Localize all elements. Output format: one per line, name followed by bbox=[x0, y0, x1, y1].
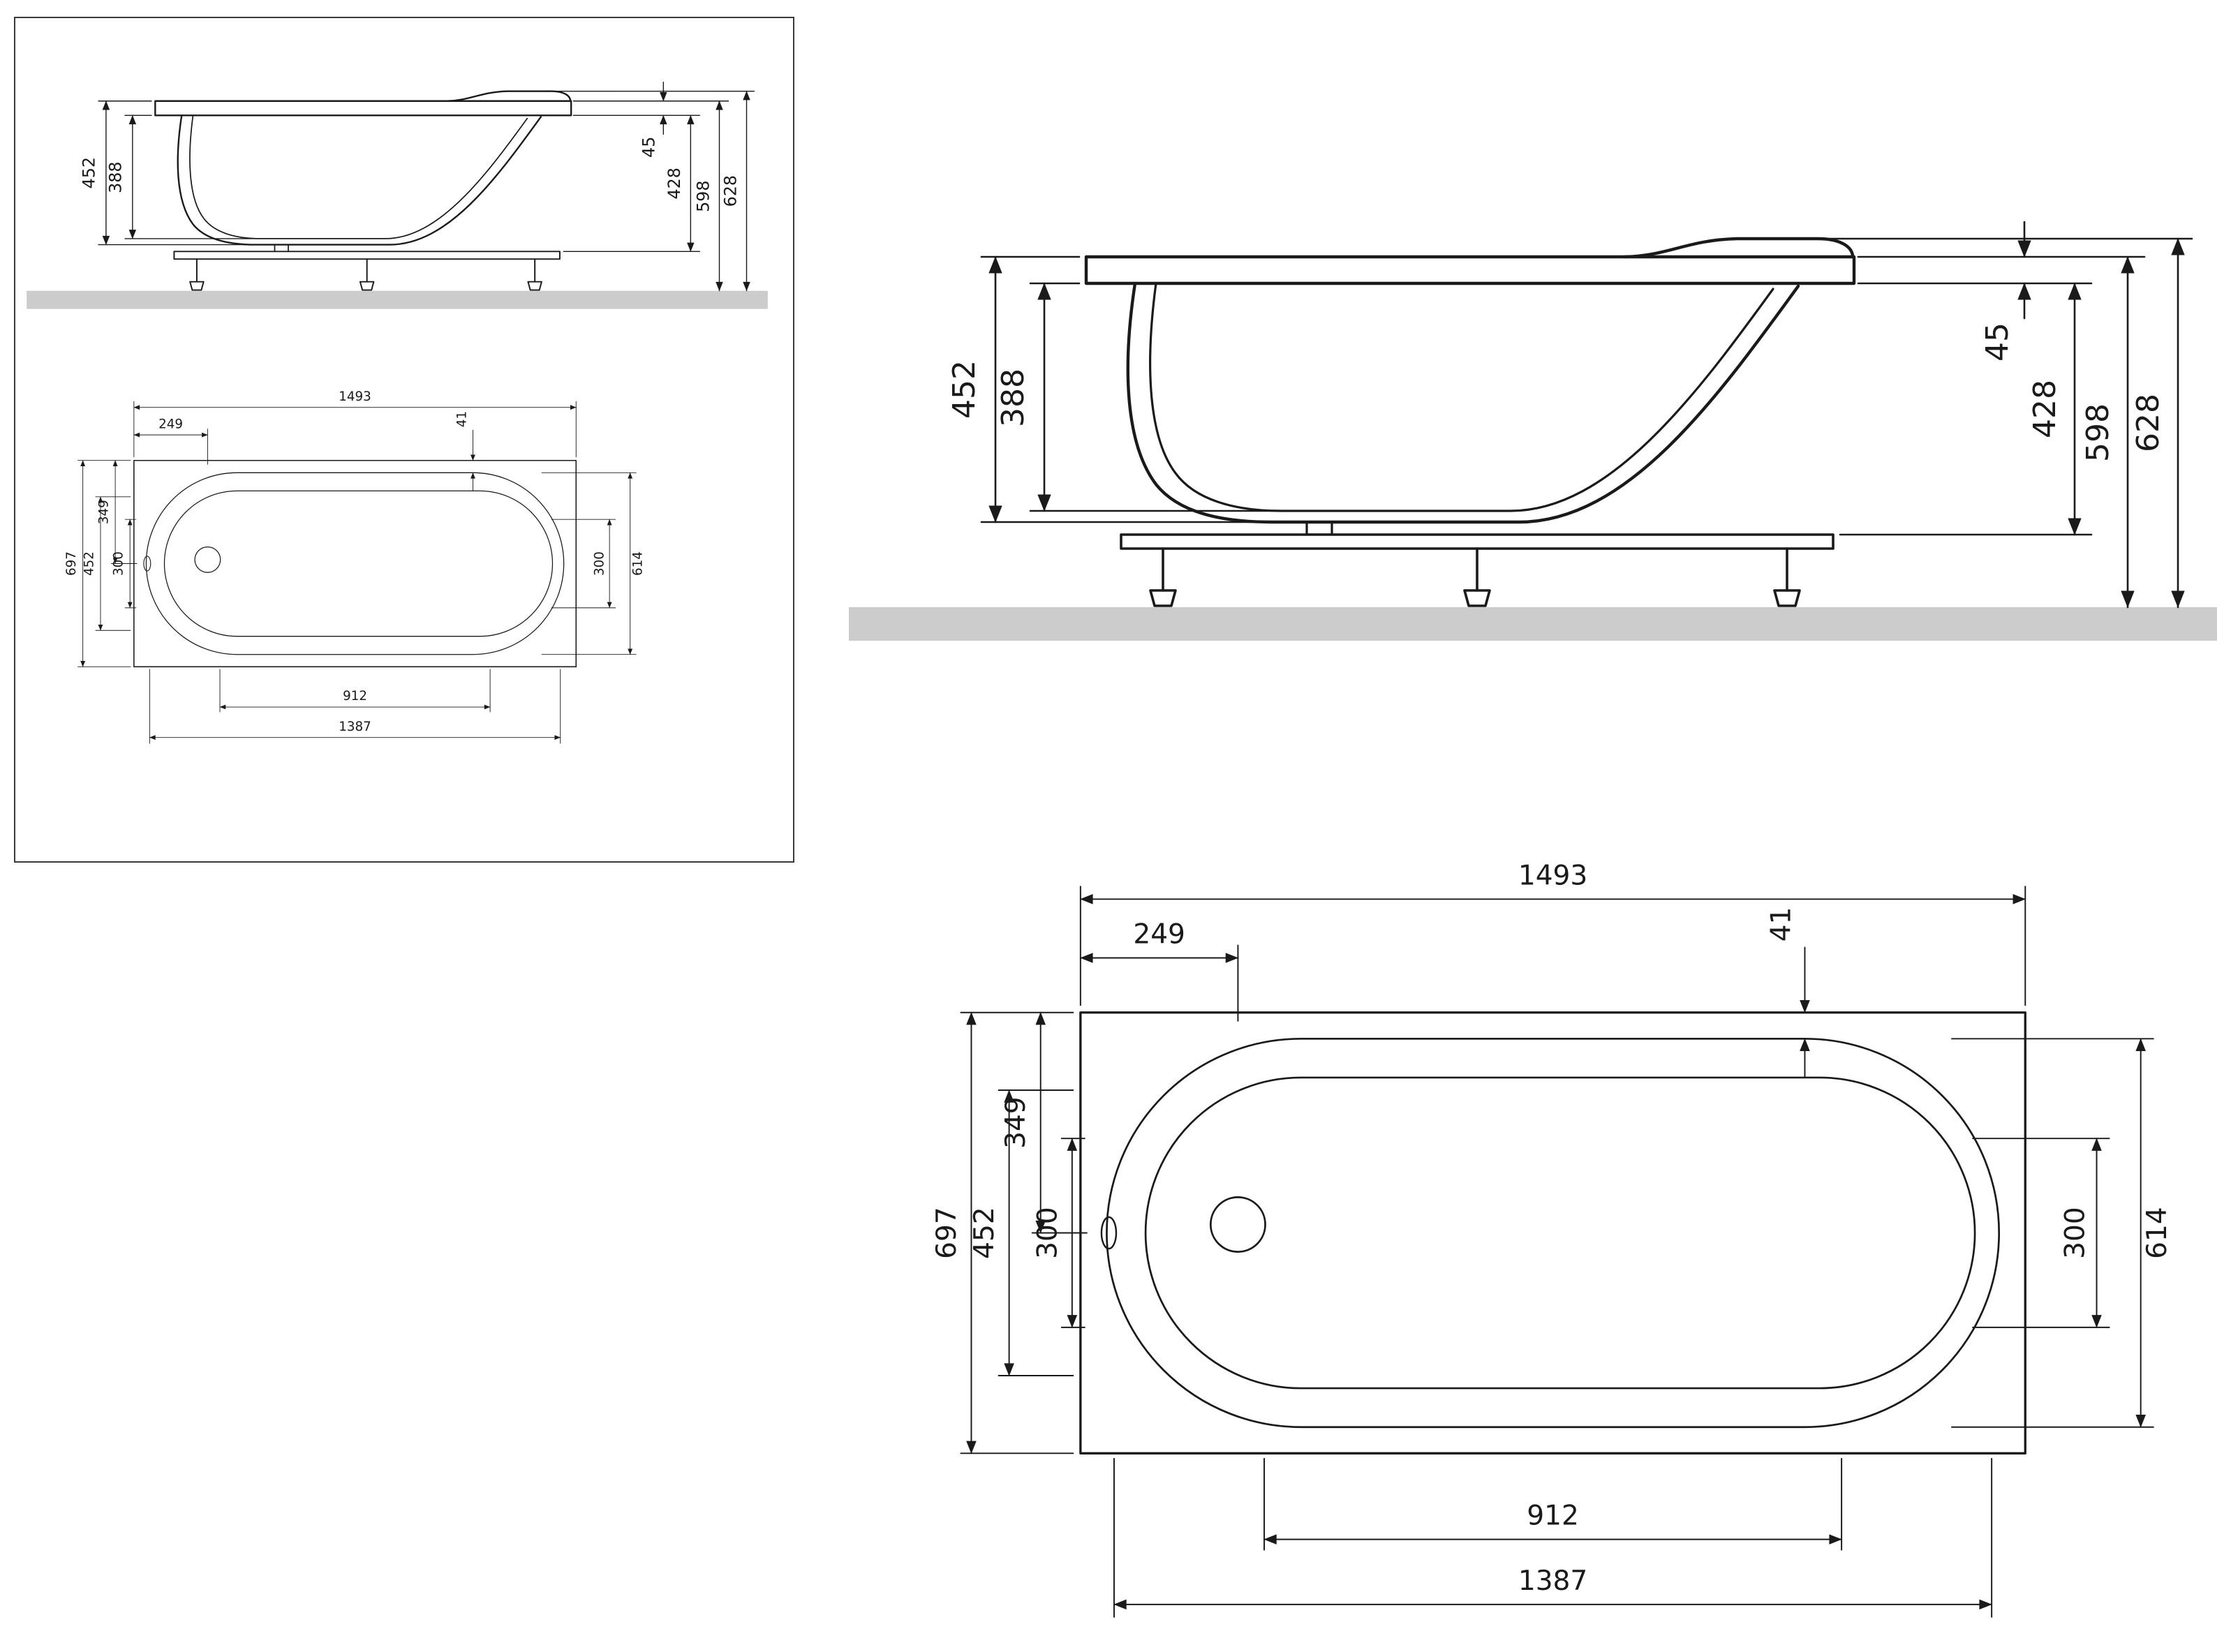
top-view-large bbox=[881, 813, 2193, 1642]
side-view-large bbox=[849, 161, 2217, 663]
overview-panel bbox=[14, 17, 794, 863]
top-view-thumbnail bbox=[40, 367, 655, 755]
side-view-thumbnail bbox=[27, 49, 768, 321]
